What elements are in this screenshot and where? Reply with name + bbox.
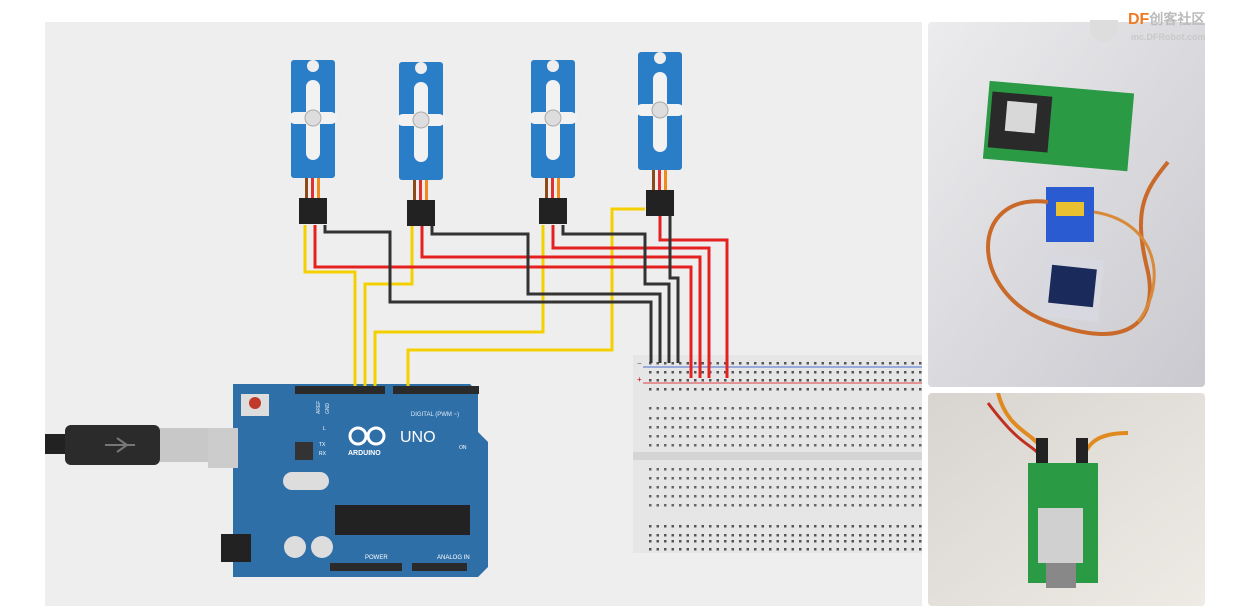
usb-cable	[45, 425, 208, 465]
servo-connector	[299, 198, 327, 224]
servo-connector	[407, 200, 435, 226]
shield-logo-icon	[1090, 20, 1118, 42]
dfrobot-watermark: DF创客社区 mc.DFRobot.com	[1088, 8, 1208, 46]
rail-minus-label: −	[637, 359, 642, 368]
led-rx-label: RX	[319, 451, 327, 457]
servo-motor-3	[529, 60, 577, 224]
photo-assembled-components	[928, 22, 1205, 387]
breadboard: − +	[633, 355, 922, 553]
servo-motor-4	[636, 52, 684, 216]
servo-motor-2	[397, 62, 445, 226]
uno-label: UNO	[400, 429, 436, 446]
arduino-logo-icon	[348, 426, 386, 446]
photo-wired-board	[928, 393, 1205, 606]
power-label: POWER	[365, 555, 388, 561]
rail-plus-label: +	[637, 375, 642, 384]
aref-pin-label: AREF	[316, 401, 322, 414]
watermark-brand-cn: 创客社区	[1149, 11, 1206, 27]
wires	[303, 207, 729, 386]
watermark-url: mc.DFRobot.com	[1131, 32, 1206, 42]
gnd-pin-label: GND	[325, 403, 331, 415]
led-l-label: L	[323, 426, 326, 432]
analog-label: ANALOG IN	[437, 555, 470, 561]
servo-motor-1	[289, 60, 337, 224]
servo-connector	[646, 190, 674, 216]
arduino-uno-board: AREF GND DIGITAL (PWM ~) L TX RX ON ARDU…	[208, 384, 488, 577]
circuit-diagram: AREF GND DIGITAL (PWM ~) L TX RX ON ARDU…	[45, 22, 922, 606]
arduino-logo-text: ARDUINO	[348, 450, 381, 457]
servo-connector	[539, 198, 567, 224]
led-tx-label: TX	[319, 442, 326, 448]
digital-label: DIGITAL (PWM ~)	[411, 412, 459, 418]
watermark-brand: DF	[1128, 11, 1150, 28]
led-on-label: ON	[459, 445, 467, 451]
